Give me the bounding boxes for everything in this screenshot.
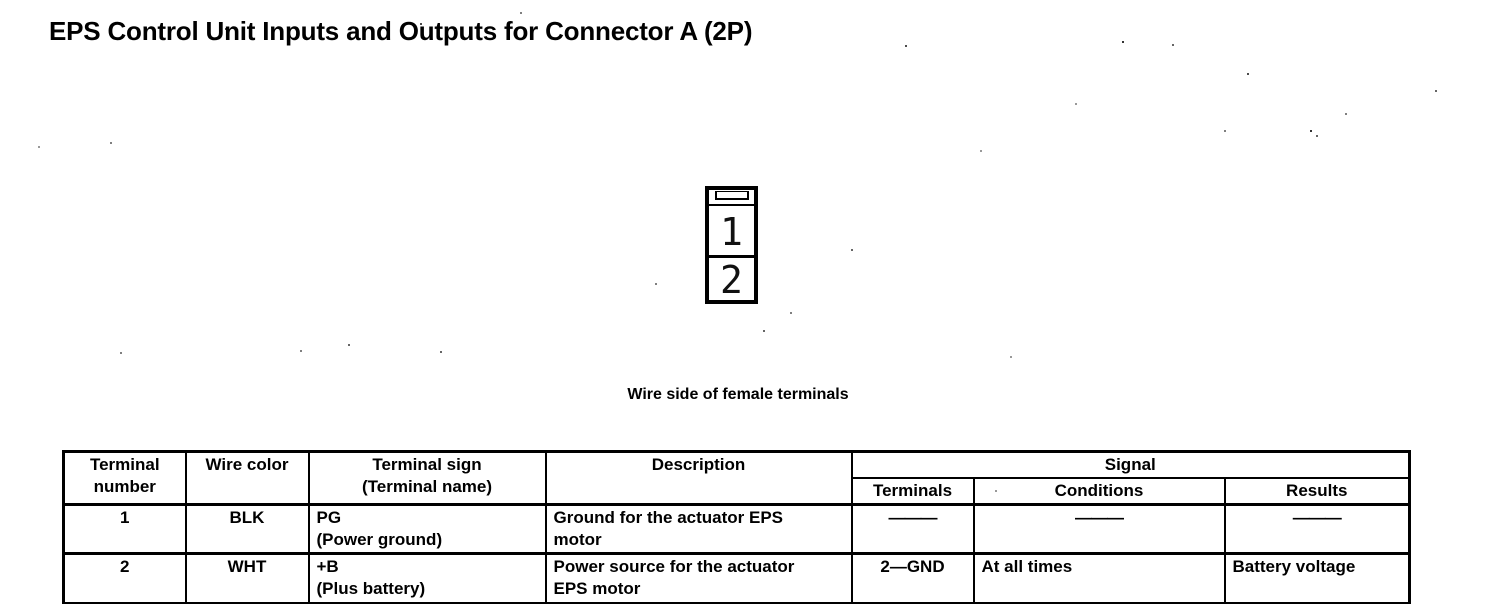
col-header-terminal-sign: Terminal sign (Terminal name) [307,450,547,507]
cell-terminal-number: 1 [62,503,187,556]
connector-divider-top [709,204,754,206]
cell-description: Ground for the actuator EPS motor [544,503,853,556]
cell-terminal-sign: PG (Power ground) [307,503,547,556]
col-header-signal-conditions: Conditions [972,477,1226,507]
cell-signal-conditions: At all times [972,552,1226,604]
io-table: Terminal number Wire color Terminal sign… [62,450,1412,604]
col-header-signal-terminals: Terminals [850,477,975,507]
cell-signal-terminals: ——— [850,503,975,556]
connector-divider-mid [709,255,754,258]
cell-description: Power source for the actuator EPS motor [544,552,853,604]
col-header-description: Description [544,450,853,507]
cell-terminal-sign: +B (Plus battery) [307,552,547,604]
col-header-signal: Signal [850,450,1411,480]
diagram-caption: Wire side of female terminals [627,386,849,403]
table-row-terminal-2: 2 WHT +B (Plus battery) Power source for… [62,552,1411,604]
connector-terminal-1: 1 [720,210,743,254]
col-header-terminal-number: Terminal number [62,450,187,507]
page-title: EPS Control Unit Inputs and Outputs for … [49,16,753,46]
cell-wire-color: BLK [184,503,310,556]
col-header-signal-results: Results [1223,477,1411,507]
cell-signal-results: Battery voltage [1223,552,1411,604]
cell-signal-conditions: ——— [972,503,1226,556]
connector-terminal-2: 2 [720,258,743,302]
table-row-terminal-1: 1 BLK PG (Power ground) Ground for the a… [62,503,1411,556]
cell-terminal-number: 2 [62,552,187,604]
cell-wire-color: WHT [184,552,310,604]
connector-diagram: 1 2 [705,186,758,304]
scan-noise [0,0,2,2]
cell-signal-results: ——— [1223,503,1411,556]
cell-signal-terminals: 2—GND [850,552,975,604]
connector-lock-tab [714,191,749,200]
col-header-wire-color: Wire color [184,450,310,507]
